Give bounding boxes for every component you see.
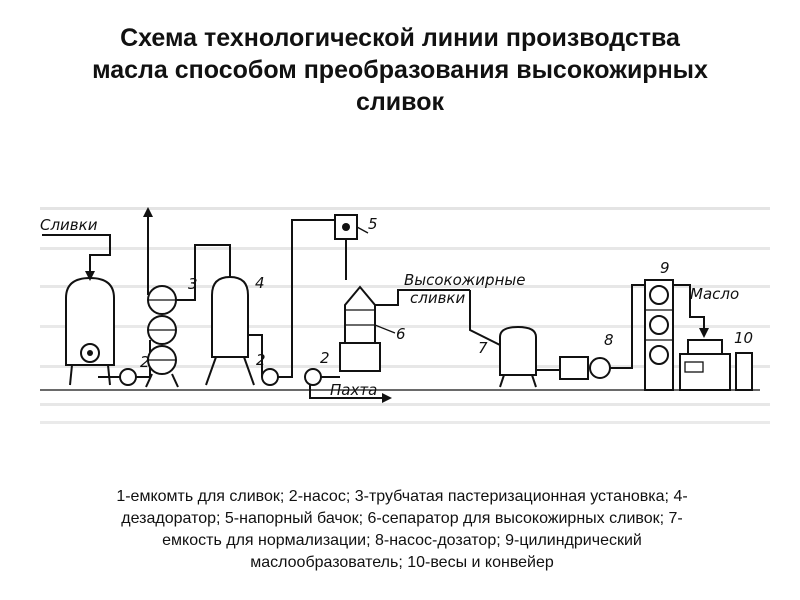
caption-line-1: 1-емкомть для сливок; 2-насос; 3-трубчат…: [116, 488, 688, 505]
deaerator-4: [205, 275, 263, 386]
diagram-caption: 1-емкомть для сливок; 2-насос; 3-трубчат…: [40, 486, 764, 574]
label-pump-2a: 2: [140, 353, 150, 371]
label-normalization-tank-7: 7: [478, 339, 488, 357]
label-pump-2c: 2: [320, 349, 330, 367]
dosing-pump-8: [559, 284, 645, 380]
label-pump-2b: 2: [256, 351, 266, 369]
title-line-1: Схема технологической линии производства: [120, 24, 680, 52]
label-deaerator-4: 4: [255, 274, 265, 292]
normalization-tank-7: [469, 290, 560, 388]
caption-line-3: емкость для нормализации; 8-насос-дозато…: [162, 532, 642, 549]
title-line-3: сливок: [356, 88, 444, 116]
tubular-pasteurizer-3: [143, 207, 231, 388]
label-dosing-pump-8: 8: [604, 331, 614, 349]
label-high-fat-cream-line1: Высокожирные: [404, 271, 525, 289]
title-line-2: масла способом преобразования высокожирн…: [92, 56, 708, 84]
header-tank-5: [334, 214, 369, 280]
caption-line-4: маслообразователь; 10-весы и конвейер: [250, 554, 554, 571]
label-cream: Сливки: [40, 216, 98, 234]
label-header-tank-5: 5: [368, 215, 378, 233]
separator-6: [339, 285, 470, 372]
caption-line-2: дезадоратор; 5-напорный бачок; 6-сепарат…: [121, 510, 683, 527]
label-pasteurizer-3: 3: [188, 275, 198, 293]
butter-former-9: [644, 279, 709, 391]
label-high-fat-cream-line2: сливки: [410, 289, 465, 307]
diagram-title: Схема технологической линии производства…: [0, 22, 800, 118]
label-separator-6: 6: [396, 325, 406, 343]
pump-2c: [304, 368, 392, 403]
process-flow-diagram: Сливки 2 3 4 2 5: [40, 207, 770, 424]
pump-2b: [261, 219, 335, 386]
scales-conveyor-10: [679, 339, 753, 391]
label-butter: Масло: [690, 285, 739, 303]
cream-tank-1: [42, 234, 115, 386]
label-butter-former-9: 9: [660, 259, 670, 277]
label-scales-10: 10: [734, 329, 753, 347]
background-text-bleed: [40, 207, 770, 424]
